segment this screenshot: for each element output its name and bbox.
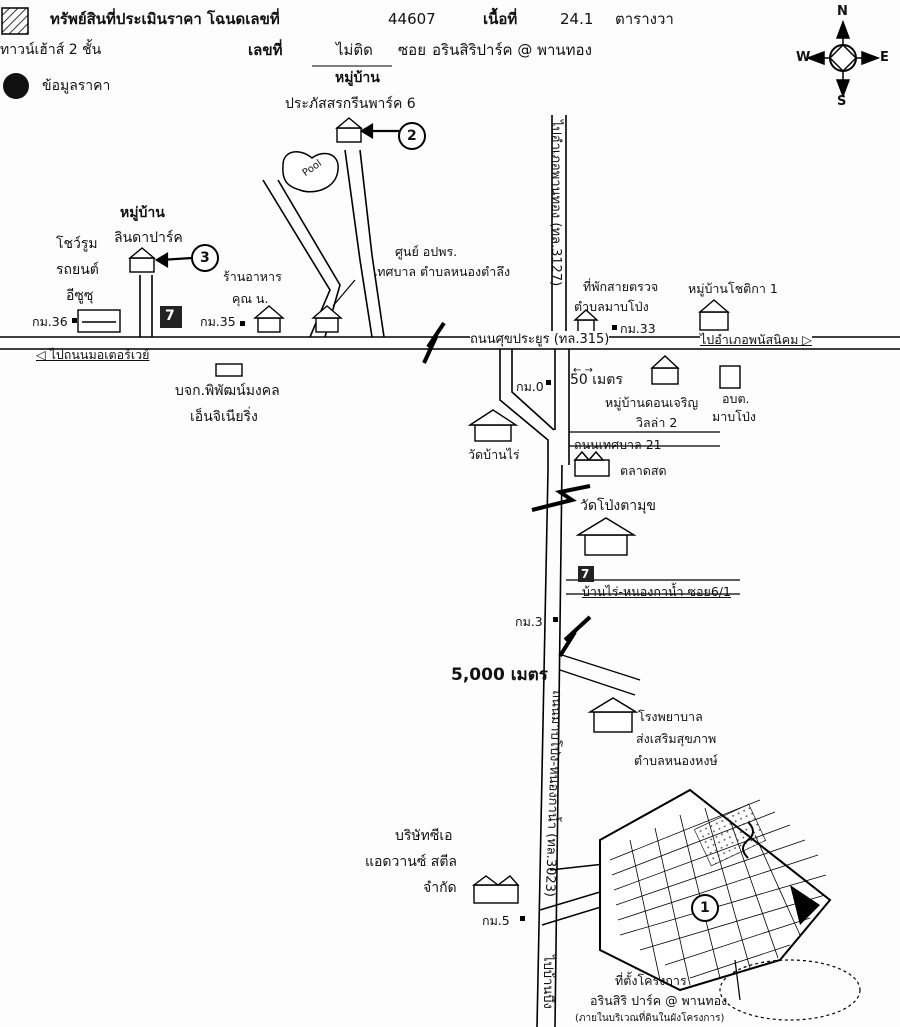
- village3-label: หมู่บ้านโชติกา 1: [688, 281, 778, 296]
- compass-rose: [805, 19, 881, 99]
- callout-3: 3: [200, 250, 210, 266]
- project-line2: อรินสิริ ปาร์ค @ พานทอง: [590, 993, 728, 1008]
- km33: กม.33: [620, 321, 656, 336]
- market-label: ตลาดสด: [620, 463, 667, 478]
- company-line1: บริษัทซีเอ: [395, 828, 453, 844]
- temple1-label: วัดบ้านไร่: [468, 447, 520, 462]
- compass-s: S: [837, 94, 847, 109]
- project-site-plan: [599, 788, 861, 1021]
- road-3023: [536, 464, 563, 1027]
- soi6-label: บ้านไร่-หนองกาน้ำ ซอย6/1: [582, 584, 731, 599]
- house-no-value: ไม่ติด: [336, 41, 373, 59]
- pool-shape: [282, 151, 339, 193]
- area-unit: ตารางวา: [615, 10, 674, 28]
- km3: กม.3: [515, 614, 543, 629]
- obt-line2: มาบโป่ง: [712, 409, 756, 424]
- tessaban21-label: ถนนเทศบาล 21: [574, 437, 662, 452]
- km36: กม.36: [32, 314, 68, 329]
- village2-line1: หมู่บ้าน: [120, 205, 165, 221]
- soi-value: อรินสิริปาร์ค @ พานทอง: [432, 41, 592, 59]
- checkpoint-line1: ที่พักสายตรวจ: [583, 279, 659, 294]
- soi-label: ซอย: [398, 41, 426, 59]
- hospital-line3: ตำบลหนองหงษ์: [634, 753, 718, 768]
- km5: กม.5: [482, 913, 510, 928]
- seven-eleven-text-2: 7: [581, 567, 590, 581]
- obt-line1: อบต.: [722, 391, 750, 406]
- to-sub-label: ไปบ้านบึง: [540, 955, 555, 1009]
- seven-eleven-icon-2: [578, 566, 594, 582]
- showroom-line1: โชว์รูม: [56, 236, 98, 252]
- checkpoint-line2: ตำบลมาบโป่ง: [574, 299, 649, 314]
- km0: กม.0: [516, 379, 544, 394]
- factory1-line1: บจก.พิพัฒน์มงคล: [175, 383, 280, 399]
- village4-line1: หมู่บ้านดอนเจริญ: [605, 395, 699, 410]
- to-phanat-label: ไปอำเภอพนัสนิคม ▷: [700, 331, 812, 348]
- deed-number: 44607: [388, 10, 436, 28]
- callout-2: 2: [407, 128, 417, 144]
- village2-line2: ลินดาปาร์ค: [114, 230, 183, 246]
- road-3127: [551, 115, 567, 337]
- seven-eleven-text: 7: [165, 308, 175, 324]
- building-icons: [77, 117, 741, 904]
- area-label: เนื้อที่: [483, 10, 518, 28]
- distance-50m: 50 เมตร: [570, 372, 623, 388]
- area-value: 24.1: [560, 10, 594, 28]
- compass-w: W: [796, 50, 811, 65]
- main-road-label: ถนนศุขประยูร (ทล.315): [470, 331, 610, 348]
- arrow-50m: ← →: [573, 365, 593, 376]
- compass-e: E: [880, 50, 889, 65]
- road-break-mark: [422, 321, 446, 364]
- to-motorway-label: ◁ ไปถนนมอเตอร์เวย์: [36, 347, 150, 362]
- project-line3: (ภายในบริเวณที่ดินในผังโครงการ): [575, 1013, 725, 1024]
- distance-5000m: 5,000 เมตร: [451, 665, 548, 685]
- restaurant-line2: คุณ น.: [232, 291, 269, 306]
- restaurant-line1: ร้านอาหาร: [223, 269, 282, 284]
- showroom-line3: อีซูซุ: [66, 288, 94, 304]
- factory1-line2: เอ็นจิเนียริ่ง: [190, 409, 258, 425]
- to-phanthong-label: ไปอำเภอพานทอง (ทล.3127): [548, 120, 563, 287]
- header-title: ทรัพย์สินที่ประเมินราคา โฉนดเลขที่: [50, 10, 280, 28]
- callout-1: 1: [700, 900, 710, 916]
- legend-townhouse: ทาวน์เฮ้าส์ 2 ชั้น: [0, 42, 102, 58]
- village1-line1: หมู่บ้าน: [335, 70, 380, 86]
- km35: กม.35: [200, 314, 236, 329]
- temple2-label: วัดโป่งตามุข: [580, 498, 656, 514]
- center-line2: เทศบาล ตำบลหนองตำลึง: [373, 264, 511, 279]
- village4-line2: วิลล่า 2: [636, 415, 678, 430]
- company-line3: จำกัด: [423, 880, 457, 896]
- legend-price-info: ข้อมูลราคา: [42, 78, 111, 94]
- hospital-line2: ส่งเสริมสุขภาพ: [636, 731, 717, 746]
- showroom-line2: รถยนต์: [56, 262, 99, 278]
- house-no-label: เลขที่: [248, 41, 283, 59]
- townhouse-legend-swatch: [1, 7, 29, 35]
- hospital-line1: โรงพยาบาล: [638, 709, 703, 724]
- project-line1: ที่ตั้งโครงการ: [615, 973, 687, 988]
- company-line2: แอดวานซ์ สตีล: [365, 854, 457, 870]
- seven-eleven-icon: [160, 306, 182, 328]
- center-line1: ศูนย์ อปพร.: [395, 244, 458, 259]
- compass-n: N: [837, 4, 848, 19]
- village1-line2: ประภัสสรกรีนพาร์ค 6: [285, 96, 416, 112]
- price-info-legend-dot: [3, 73, 29, 99]
